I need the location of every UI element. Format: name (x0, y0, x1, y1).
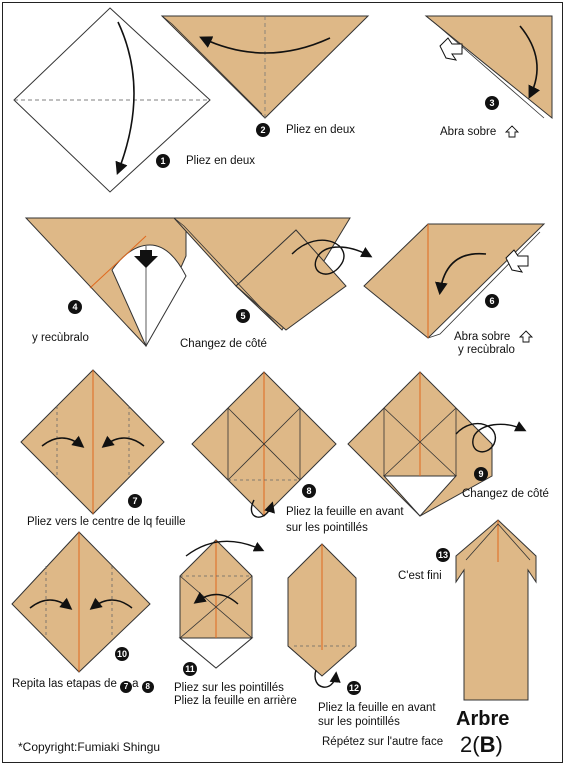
step-10-caption-text: Repita las etapas de (12, 678, 117, 690)
step-13-badge: 13 (436, 548, 450, 562)
step-11-figure (178, 539, 265, 669)
step-9-caption: Changez de côté (462, 488, 549, 500)
step-10-badge: 10 (115, 647, 129, 661)
step-4-badge: 4 (68, 300, 82, 314)
step-9-figure (347, 371, 527, 517)
step-5-figure (172, 217, 373, 331)
step-1-badge: 1 (156, 154, 170, 168)
step-6-caption-2: y recùbralo (458, 344, 515, 356)
step-12-badge: 12 (347, 681, 361, 695)
step-5-caption: Changez de côté (180, 338, 267, 350)
step-8-figure (191, 371, 337, 518)
step-9-badge: 9 (474, 467, 488, 481)
step-3-caption: Abra sobre (440, 126, 497, 138)
step-8-caption: Pliez la feuille en avant (286, 506, 404, 518)
step-7-badge: 7 (128, 494, 142, 508)
step-11-caption-2: Pliez la feuille en arrière (174, 695, 297, 707)
up-arrow-icon (504, 125, 520, 138)
step-2-caption: Pliez en deux (286, 124, 356, 136)
step-4-caption: y recùbralo (32, 332, 89, 344)
step-6-caption: Abra sobre (454, 331, 511, 343)
step-2-figure (160, 15, 370, 119)
step-12-caption: Pliez la feuille en avant (318, 702, 436, 714)
step-13-figure (455, 519, 537, 701)
step-7-figure (20, 369, 165, 515)
step-11-badge: 11 (183, 662, 197, 676)
step-4-figure (24, 217, 187, 348)
step-5-badge: 5 (236, 309, 250, 323)
diagram-subtitle: 2(B) (460, 732, 503, 757)
step-8-badge: 8 (302, 484, 316, 498)
subtitle-number: 2 (460, 732, 473, 757)
step-ref-joiner: a (132, 678, 139, 690)
step-7-caption: Pliez vers le centre de lq feuille (27, 516, 186, 528)
step-2-badge: 2 (256, 123, 270, 137)
step-1-caption: Pliez en deux (186, 155, 256, 167)
step-8-caption-2: sur les pointillés (286, 522, 368, 534)
step-12-caption-3: Répétez sur l'autre face (322, 736, 444, 748)
subtitle-letter: B (479, 732, 496, 757)
step-13-caption: C'est fini (398, 570, 442, 582)
step-12-figure (287, 543, 357, 688)
up-arrow-icon (518, 330, 534, 343)
step-12-caption-2: sur les pointillés (318, 716, 400, 728)
step-3-figure (424, 15, 553, 120)
step-6-badge: 6 (485, 294, 499, 308)
step-11-caption: Pliez sur les pointillés (174, 682, 284, 694)
step-ref-badge: 8 (141, 681, 154, 693)
step-6-figure (363, 223, 546, 339)
copyright-text: *Copyright:Fumiaki Shingu (18, 740, 161, 754)
step-1-figure (13, 7, 211, 193)
step-10-figure (11, 531, 151, 673)
step-3-badge: 3 (485, 96, 499, 110)
diagram-title: Arbre (456, 708, 510, 730)
step-ref-badge: 7 (120, 681, 133, 693)
